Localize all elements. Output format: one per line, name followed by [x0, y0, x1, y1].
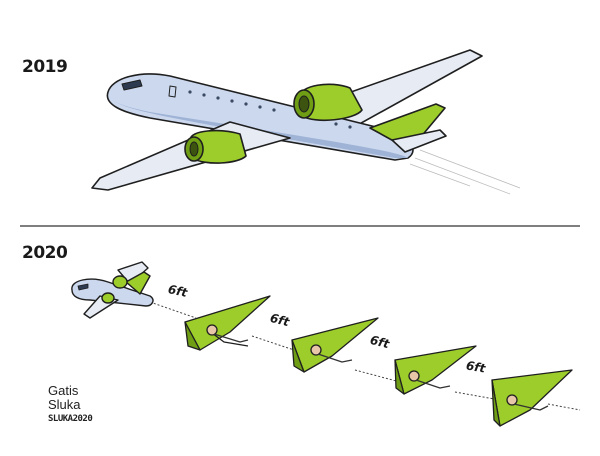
cabin-windows	[188, 90, 352, 129]
upper-engine	[293, 83, 363, 122]
hang-glider-1	[184, 295, 271, 351]
signature-last-name: Sluka	[48, 397, 81, 412]
tow-line	[149, 301, 581, 411]
contrail	[409, 149, 521, 195]
signature-mark: SLUKA2020	[48, 414, 93, 424]
year-label-2020: 2020	[22, 243, 68, 263]
hang-glider-2	[291, 317, 379, 373]
small-plane-2020	[71, 261, 154, 319]
year-label-2019: 2019	[22, 57, 68, 77]
artist-signature: Gatis Sluka	[48, 384, 108, 412]
airliner-2019	[91, 49, 521, 195]
hang-glider-4	[491, 369, 573, 427]
signature-first-name: Gatis	[48, 383, 79, 398]
hang-glider-3	[394, 345, 477, 395]
lower-engine	[184, 129, 247, 164]
